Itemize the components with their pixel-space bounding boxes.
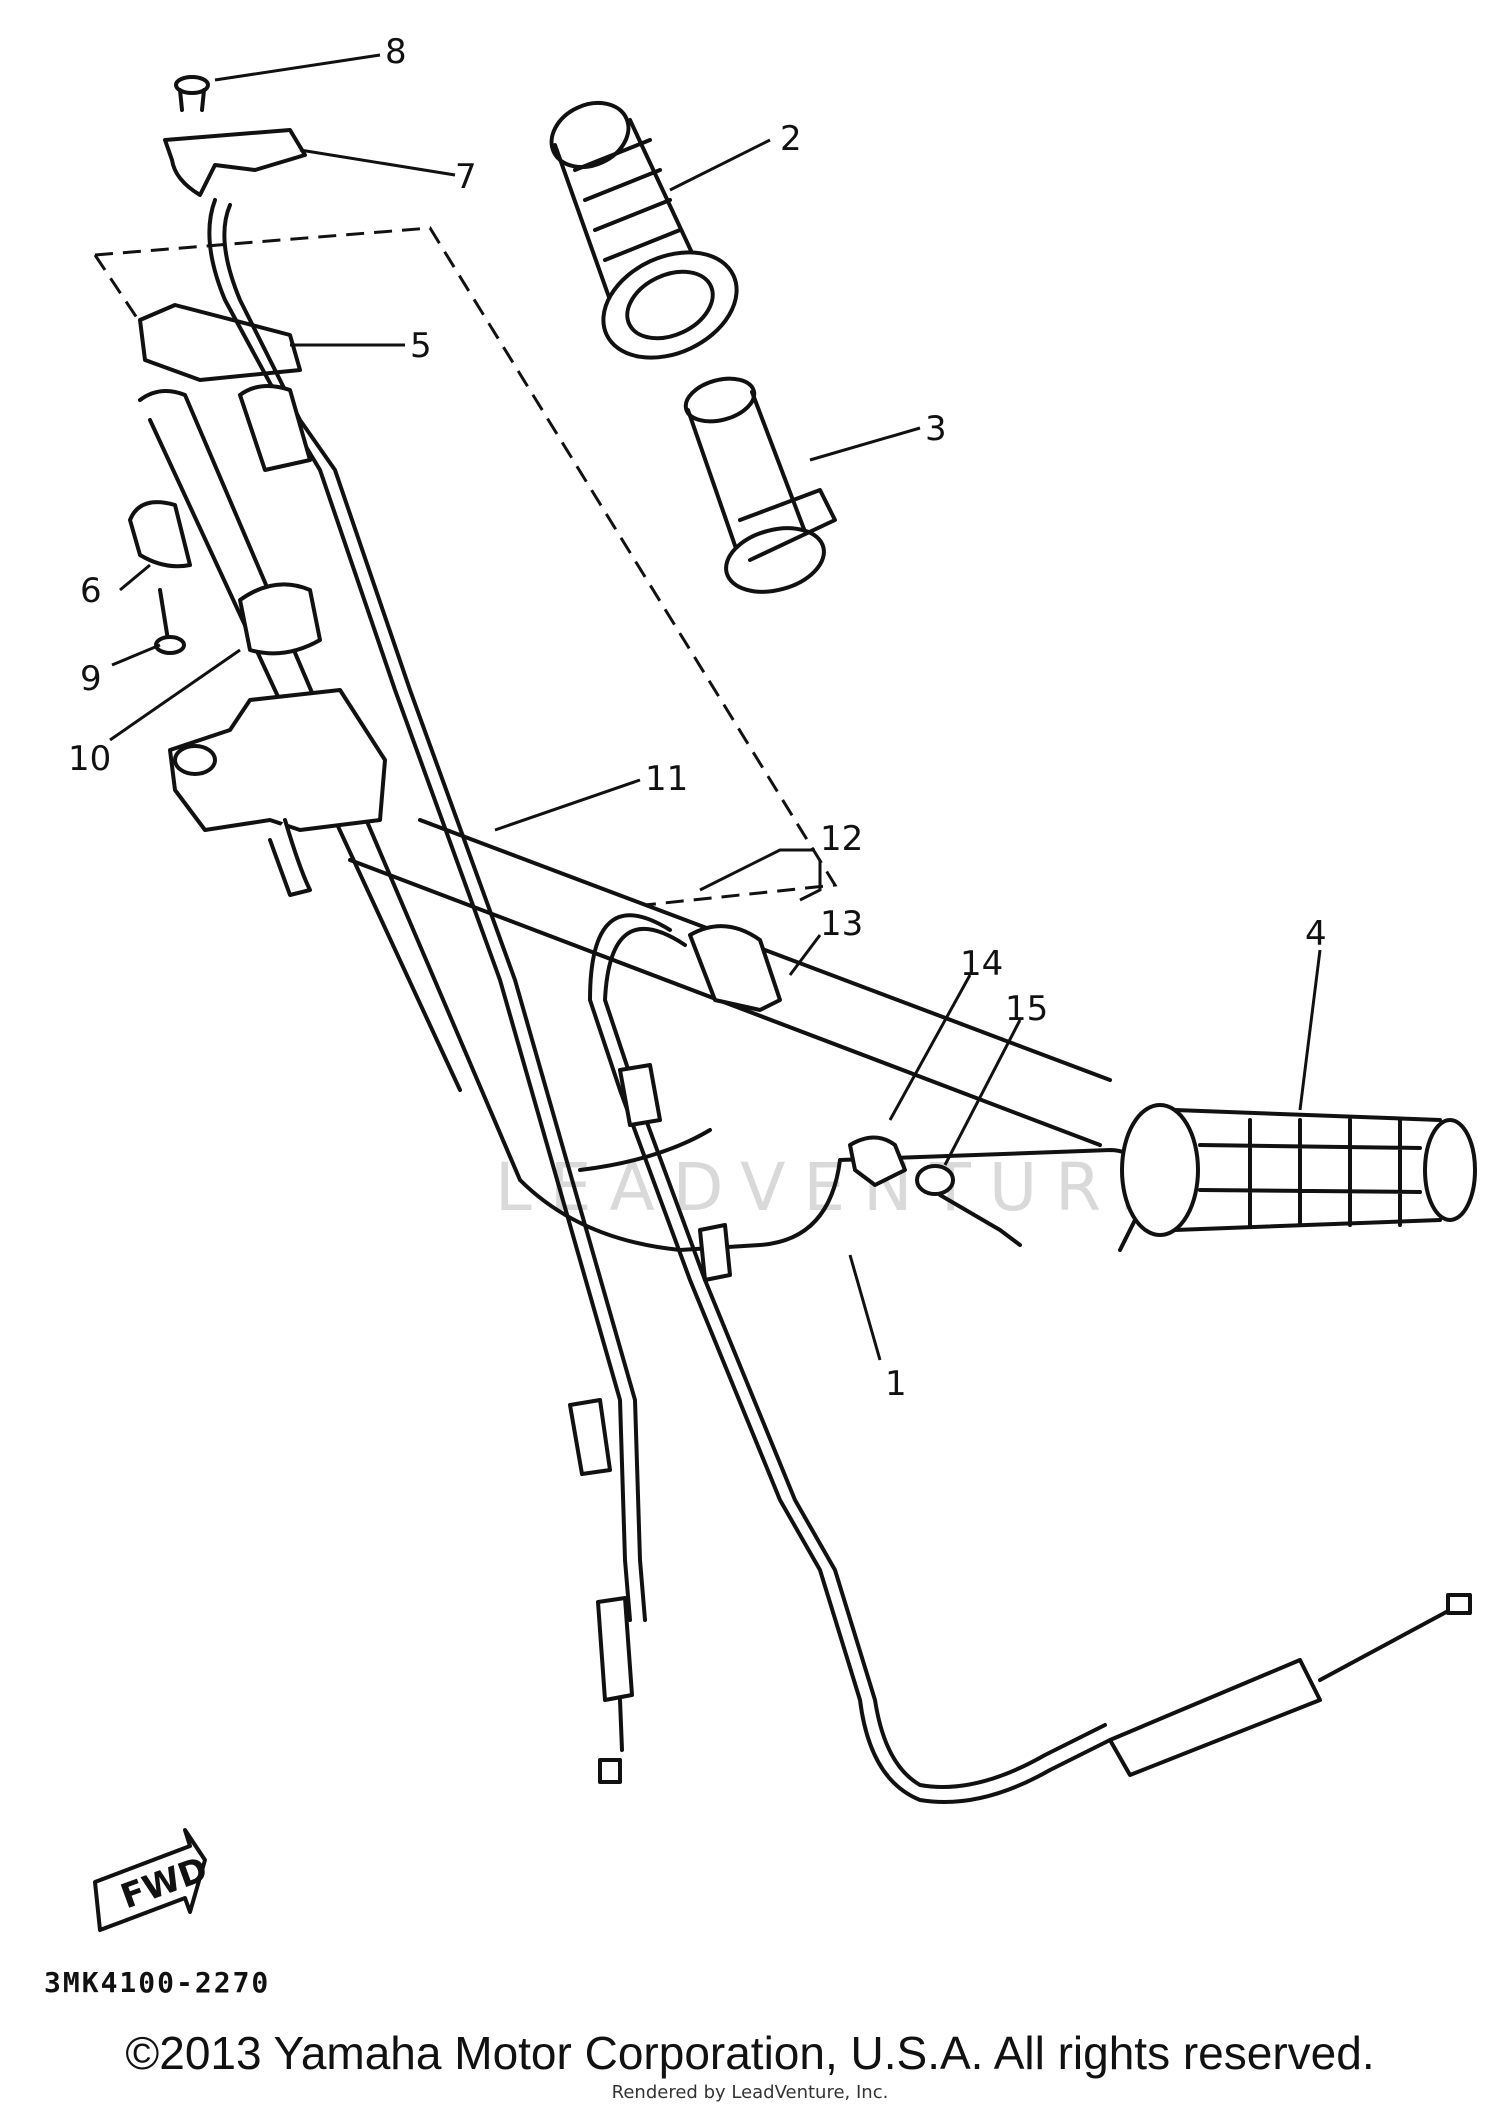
part-throttle-tube[interactable] bbox=[681, 372, 837, 602]
callout-10: 10 bbox=[68, 739, 111, 779]
callout-14: 14 bbox=[960, 944, 1003, 984]
part-screw-left[interactable] bbox=[154, 588, 186, 655]
leader-lines bbox=[109, 53, 1322, 1361]
dashed-group-outline bbox=[93, 226, 838, 907]
callout-13: 13 bbox=[820, 904, 863, 944]
diagram-code: 3MK4100-2270 bbox=[44, 1966, 271, 1999]
part-locknut[interactable] bbox=[915, 1164, 1022, 1247]
part-clutch-cable[interactable] bbox=[588, 913, 1472, 1804]
callout-6: 6 bbox=[80, 571, 102, 611]
callout-4: 4 bbox=[1305, 914, 1327, 954]
callout-2: 2 bbox=[780, 119, 802, 159]
part-lever-holder[interactable] bbox=[168, 582, 387, 897]
copyright-text: ©2013 Yamaha Motor Corporation, U.S.A. A… bbox=[125, 2027, 1375, 2079]
callout-12: 12 bbox=[820, 819, 863, 859]
callout-15: 15 bbox=[1005, 989, 1048, 1029]
fwd-arrow: FWD bbox=[93, 1828, 213, 1932]
part-clamp[interactable] bbox=[163, 128, 307, 197]
watermark-text: LEADVENTURE bbox=[495, 1149, 1179, 1226]
part-screw-top[interactable] bbox=[174, 75, 210, 112]
callout-5: 5 bbox=[410, 326, 432, 366]
part-grip-right[interactable] bbox=[1120, 1103, 1477, 1237]
part-throttle-housing[interactable] bbox=[128, 500, 192, 569]
callout-7: 7 bbox=[455, 157, 477, 197]
callout-3: 3 bbox=[925, 409, 947, 449]
part-adjuster[interactable] bbox=[848, 1135, 907, 1187]
callout-9: 9 bbox=[80, 659, 102, 699]
callout-11: 11 bbox=[645, 759, 688, 799]
callout-8: 8 bbox=[385, 32, 407, 72]
rendered-by-text: Rendered by LeadVenture, Inc. bbox=[611, 2082, 889, 2103]
callout-1: 1 bbox=[885, 1364, 907, 1404]
part-throttle-cable[interactable] bbox=[207, 198, 647, 1784]
part-grip-top[interactable] bbox=[541, 91, 754, 378]
